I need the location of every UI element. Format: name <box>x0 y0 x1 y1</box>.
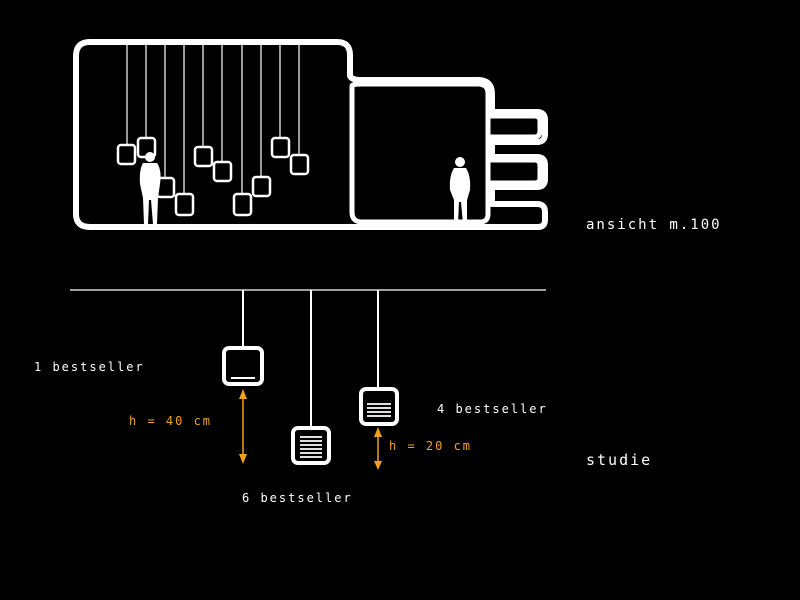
person-silhouette-right <box>449 157 471 224</box>
study-diagram <box>70 289 546 470</box>
label-6-bestseller: 6 bestseller <box>242 491 353 505</box>
hall-outline <box>73 39 548 230</box>
building-elevation <box>73 39 548 230</box>
height-20cm-label: H = 20 cm <box>389 439 473 453</box>
study-title: studie <box>586 451 653 469</box>
box-6-bestseller <box>291 426 331 465</box>
small-room-wall <box>349 81 491 225</box>
shelf-tongues <box>490 113 543 186</box>
label-1-bestseller: 1 bestseller <box>34 360 145 374</box>
hanging-cords <box>126 44 300 194</box>
label-4-bestseller: 4 bestseller <box>437 402 548 416</box>
elevation-title: ansicht m.100 <box>586 217 722 233</box>
dimension-arrow-40cm <box>239 389 247 464</box>
person-silhouette-left <box>139 152 161 224</box>
box-1-bestseller <box>222 346 264 386</box>
box-4-bestseller <box>359 387 399 426</box>
height-40cm-label: H = 40 cm <box>129 414 213 428</box>
dimension-arrow-20cm <box>374 427 382 470</box>
